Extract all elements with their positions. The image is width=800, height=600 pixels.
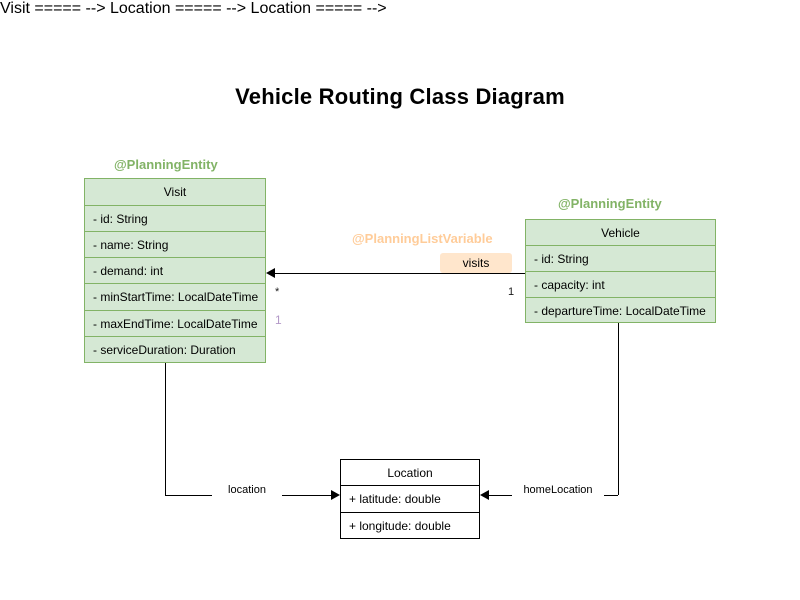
class-box-location[interactable]: Location + latitude: double + longitude:… (340, 459, 480, 539)
class-box-vehicle[interactable]: Vehicle - id: String - capacity: int - d… (525, 219, 716, 323)
class-attribute: - serviceDuration: Duration (93, 343, 236, 357)
association-label-visits: visits (440, 253, 512, 273)
association-visits-arrowhead (266, 268, 275, 278)
multiplicity-visits-source: 1 (508, 286, 515, 298)
class-box-visit[interactable]: Visit - id: String - name: String - dema… (84, 178, 266, 363)
class-attribute: - name: String (85, 232, 265, 258)
class-attribute: - id: String (85, 206, 265, 232)
class-attribute: - departureTime: LocalDateTime (534, 304, 706, 318)
class-attribute: - minStartTime: LocalDateTime (85, 284, 265, 311)
multiplicity-visits-target: * (275, 286, 280, 298)
stereotype-visit: @PlanningEntity (114, 157, 218, 172)
class-attribute: - capacity: int (526, 272, 715, 298)
class-name-location: Location (341, 460, 479, 486)
class-attribute: + latitude: double (341, 486, 479, 513)
association-home-location-arrowhead (480, 490, 489, 500)
association-home-location-vertical-line (618, 323, 619, 495)
class-attribute: + longitude: double (349, 519, 451, 533)
class-attribute: - maxEndTime: LocalDateTime (85, 311, 265, 337)
class-name-visit: Visit (85, 179, 265, 206)
page-title: Vehicle Routing Class Diagram (235, 84, 565, 109)
association-visits-line (275, 273, 525, 274)
stereotype-vehicle: @PlanningEntity (558, 196, 662, 211)
association-location-vertical-line (165, 363, 166, 495)
association-label-location: location (212, 484, 282, 496)
association-location-arrowhead (331, 490, 340, 500)
association-label-home-location: homeLocation (512, 484, 604, 496)
class-attribute: - demand: int (85, 258, 265, 284)
stereotype-visits-association: @PlanningListVariable (352, 231, 493, 246)
multiplicity-visits-extra: 1 (275, 313, 282, 327)
class-attribute: - id: String (526, 246, 715, 272)
class-name-vehicle: Vehicle (526, 220, 715, 246)
